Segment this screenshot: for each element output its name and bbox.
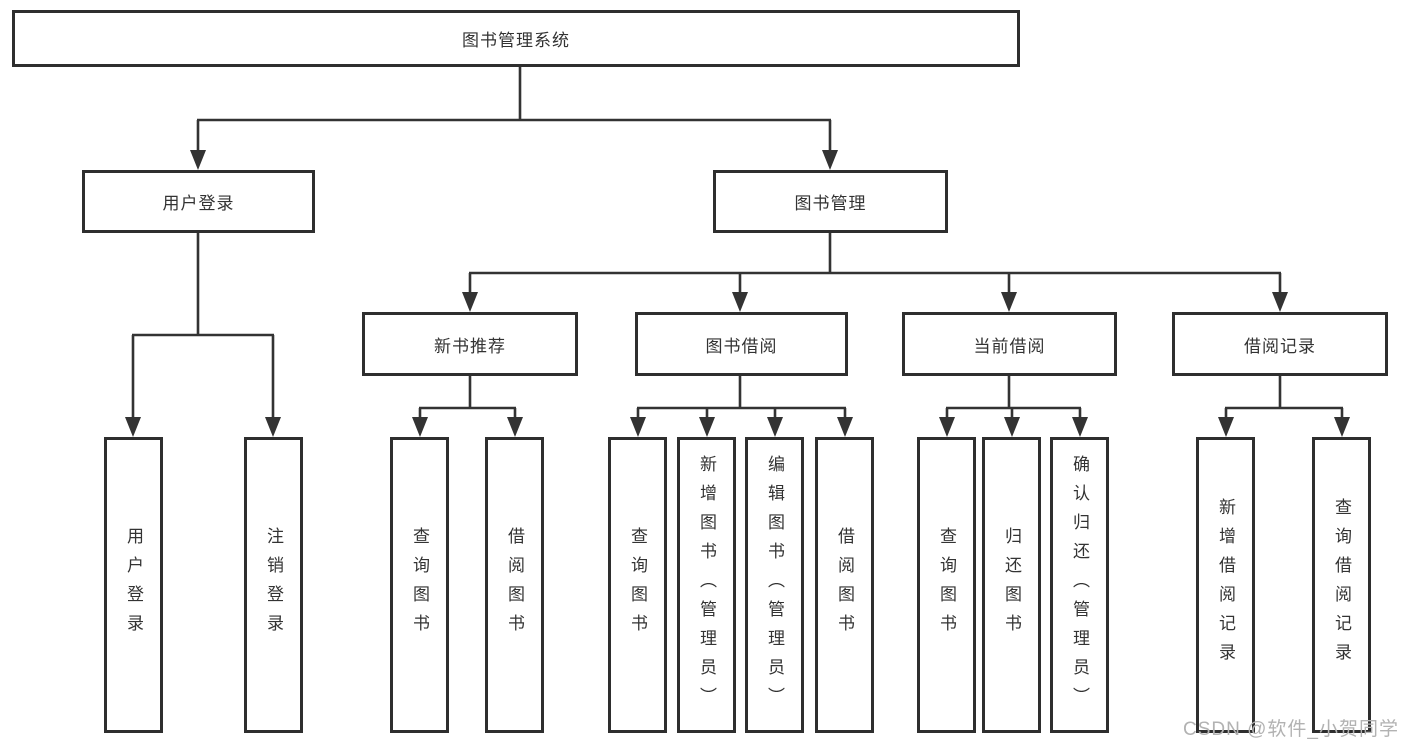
arrowhead-icon (1004, 417, 1020, 437)
arrowhead-icon (1072, 417, 1088, 437)
arrowhead-icon (462, 292, 478, 312)
arrowhead-icon (125, 417, 141, 437)
leaf-query-borrow-record: 查询借阅记录 (1312, 437, 1371, 733)
node-new-book-recommendation: 新书推荐 (362, 312, 578, 376)
leaf-add-books-admin: 新增图书（管理员） (677, 437, 736, 733)
node-user-login: 用户登录 (82, 170, 315, 233)
watermark-text: CSDN @软件_小贺同学 (1183, 719, 1399, 740)
arrowhead-icon (1334, 417, 1350, 437)
leaf-borrow-books-recommend: 借阅图书 (485, 437, 544, 733)
connector-path (131, 67, 1344, 423)
arrowhead-icon (1218, 417, 1234, 437)
arrowhead-icon (822, 150, 838, 170)
leaf-edit-books-admin: 编辑图书（管理员） (745, 437, 804, 733)
node-borrowing-records: 借阅记录 (1172, 312, 1388, 376)
node-library-management-system: 图书管理系统 (12, 10, 1020, 67)
arrowheads (125, 150, 1350, 437)
leaf-return-books: 归还图书 (982, 437, 1041, 733)
leaf-add-borrow-record: 新增借阅记录 (1196, 437, 1255, 733)
leaf-query-books-recommend: 查询图书 (390, 437, 449, 733)
leaf-user-login: 用户登录 (104, 437, 163, 733)
arrowhead-icon (837, 417, 853, 437)
arrowhead-icon (1001, 292, 1017, 312)
node-book-borrowing: 图书借阅 (635, 312, 848, 376)
leaf-borrow-books-borrowing: 借阅图书 (815, 437, 874, 733)
node-book-management: 图书管理 (713, 170, 948, 233)
arrowhead-icon (412, 417, 428, 437)
arrowhead-icon (265, 417, 281, 437)
leaf-query-books-current: 查询图书 (917, 437, 976, 733)
arrowhead-icon (732, 292, 748, 312)
leaf-confirm-return-admin: 确认归还（管理员） (1050, 437, 1109, 733)
arrowhead-icon (699, 417, 715, 437)
node-current-borrowing: 当前借阅 (902, 312, 1117, 376)
arrowhead-icon (190, 150, 206, 170)
arrowhead-icon (507, 417, 523, 437)
arrowhead-icon (630, 417, 646, 437)
arrowhead-icon (767, 417, 783, 437)
arrowhead-icon (1272, 292, 1288, 312)
arrowhead-icon (939, 417, 955, 437)
leaf-logout-login: 注销登录 (244, 437, 303, 733)
leaf-query-books-borrowing: 查询图书 (608, 437, 667, 733)
